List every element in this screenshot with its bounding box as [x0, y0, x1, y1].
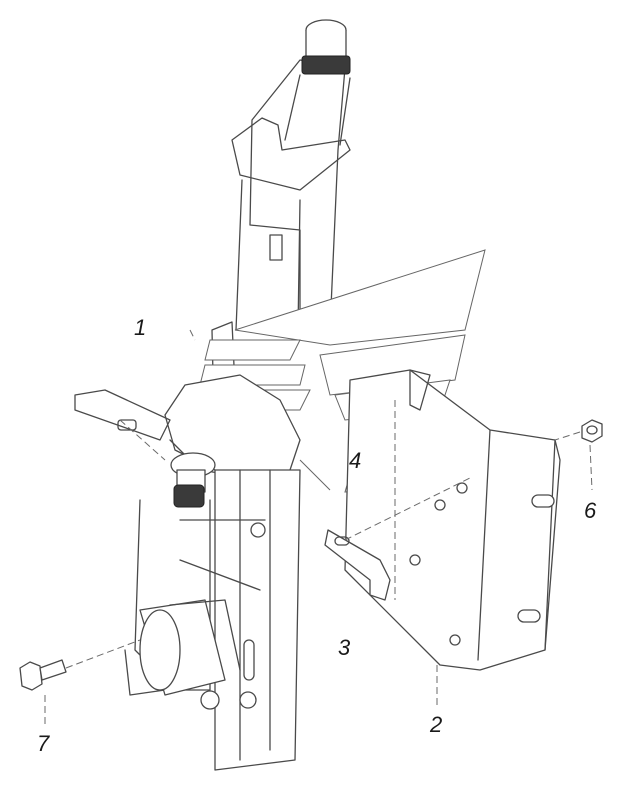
shaft-top: [284, 19, 351, 146]
callout-7: 7: [37, 731, 50, 756]
assembly-lines: [44, 329, 593, 725]
callout-1: 1: [134, 315, 147, 340]
small-bracket: [324, 529, 391, 601]
mounting-plate: [344, 369, 561, 671]
callout-3: 3: [338, 635, 351, 660]
nut-6: [581, 419, 603, 443]
motor-unit: [139, 599, 241, 710]
bolt-7: [19, 659, 67, 691]
callout-6: 6: [584, 498, 597, 523]
lower-frame: [124, 469, 301, 771]
callout-4: 4: [349, 448, 362, 473]
callout-2: 2: [430, 712, 443, 737]
